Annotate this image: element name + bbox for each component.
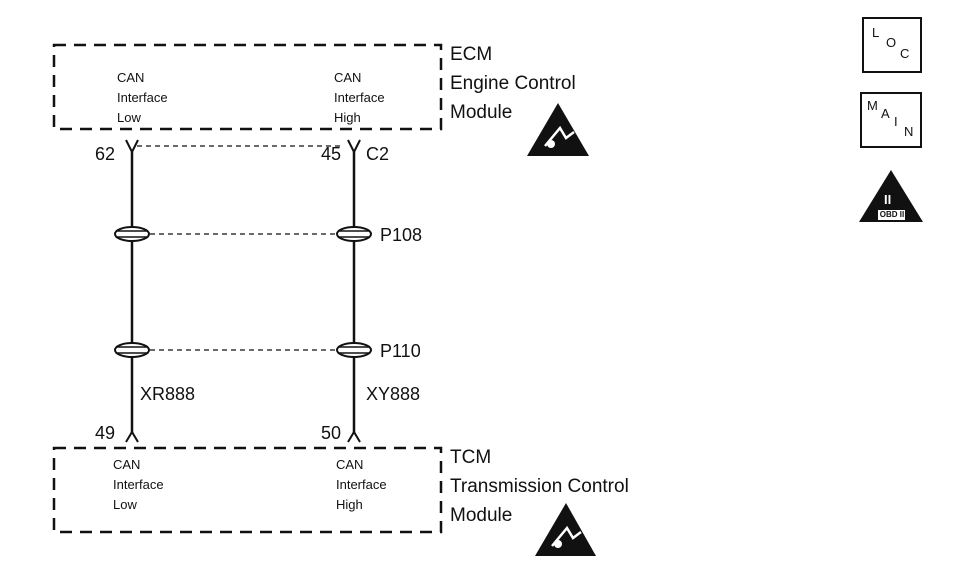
tcm-module-box	[52, 446, 443, 534]
ecm-high-line-2: Interface	[334, 90, 385, 105]
ecm-high-terminal	[347, 139, 361, 155]
p108-high-splice	[336, 226, 372, 242]
loc-letter-o: O	[886, 35, 897, 50]
tcm-esd-icon	[535, 503, 596, 556]
tcm-module-title: TCM Transmission Control Module	[450, 443, 629, 530]
obd-label: OBD II	[879, 210, 905, 219]
p108-low-splice	[114, 226, 150, 242]
tcm-pin-high: 50	[321, 423, 342, 443]
tcm-high-terminal	[347, 430, 361, 443]
ecm-desc-line-2: Module	[450, 102, 513, 123]
main-icon: M A I N	[860, 92, 922, 148]
loc-letter-l: L	[872, 25, 880, 40]
loc-icon: L O C	[862, 17, 922, 73]
tcm-low-line-1: CAN	[113, 457, 141, 472]
obd-ii-icon	[859, 170, 923, 222]
obd-numeral: II	[884, 192, 892, 207]
ecm-high-line-1: CAN	[334, 70, 362, 85]
tcm-low-terminal	[125, 430, 139, 443]
connector-p108-label: P108	[380, 225, 423, 245]
connector-p110-label: P110	[380, 341, 421, 361]
p110-high-splice	[336, 342, 372, 358]
ecm-low-line-1: CAN	[117, 70, 145, 85]
loc-letter-c: C	[900, 46, 910, 61]
tcm-desc-line-2: Module	[450, 505, 513, 526]
ecm-low-terminal	[125, 139, 139, 155]
ecm-module-title: ECM Engine Control Module	[450, 40, 576, 127]
ecm-pin-low: 62	[95, 144, 116, 164]
tcm-high-line-1: CAN	[336, 457, 364, 472]
ecm-name: ECM	[450, 44, 493, 65]
tcm-low-line-3: Low	[113, 497, 137, 512]
tcm-name: TCM	[450, 447, 492, 468]
ecm-can-high-label: CAN Interface High	[334, 68, 385, 128]
tcm-high-line-3: High	[336, 497, 363, 512]
main-letter-m: M	[867, 98, 878, 113]
tcm-can-high-label: CAN Interface High	[336, 455, 387, 515]
wire-high-label: XY888	[366, 384, 421, 404]
tcm-pin-low: 49	[95, 423, 116, 443]
tcm-desc-line-1: Transmission Control	[450, 476, 629, 497]
ecm-desc-line-1: Engine Control	[450, 73, 576, 94]
main-letter-a: A	[881, 106, 890, 121]
wire-low-label: XR888	[140, 384, 196, 404]
tcm-low-line-2: Interface	[113, 477, 164, 492]
tcm-high-line-2: Interface	[336, 477, 387, 492]
ecm-low-line-3: Low	[117, 110, 141, 125]
main-letter-n: N	[904, 124, 914, 139]
tcm-can-low-label: CAN Interface Low	[113, 455, 164, 515]
p110-low-splice	[114, 342, 150, 358]
ecm-high-line-3: High	[334, 110, 361, 125]
ecm-low-line-2: Interface	[117, 90, 168, 105]
ecm-can-low-label: CAN Interface Low	[117, 68, 168, 128]
ecm-pin-high: 45	[321, 144, 342, 164]
main-letter-i: I	[894, 114, 898, 129]
ecm-connector-id: C2	[366, 144, 390, 164]
ecm-esd-icon	[527, 103, 589, 156]
ecm-module-box	[52, 43, 443, 131]
